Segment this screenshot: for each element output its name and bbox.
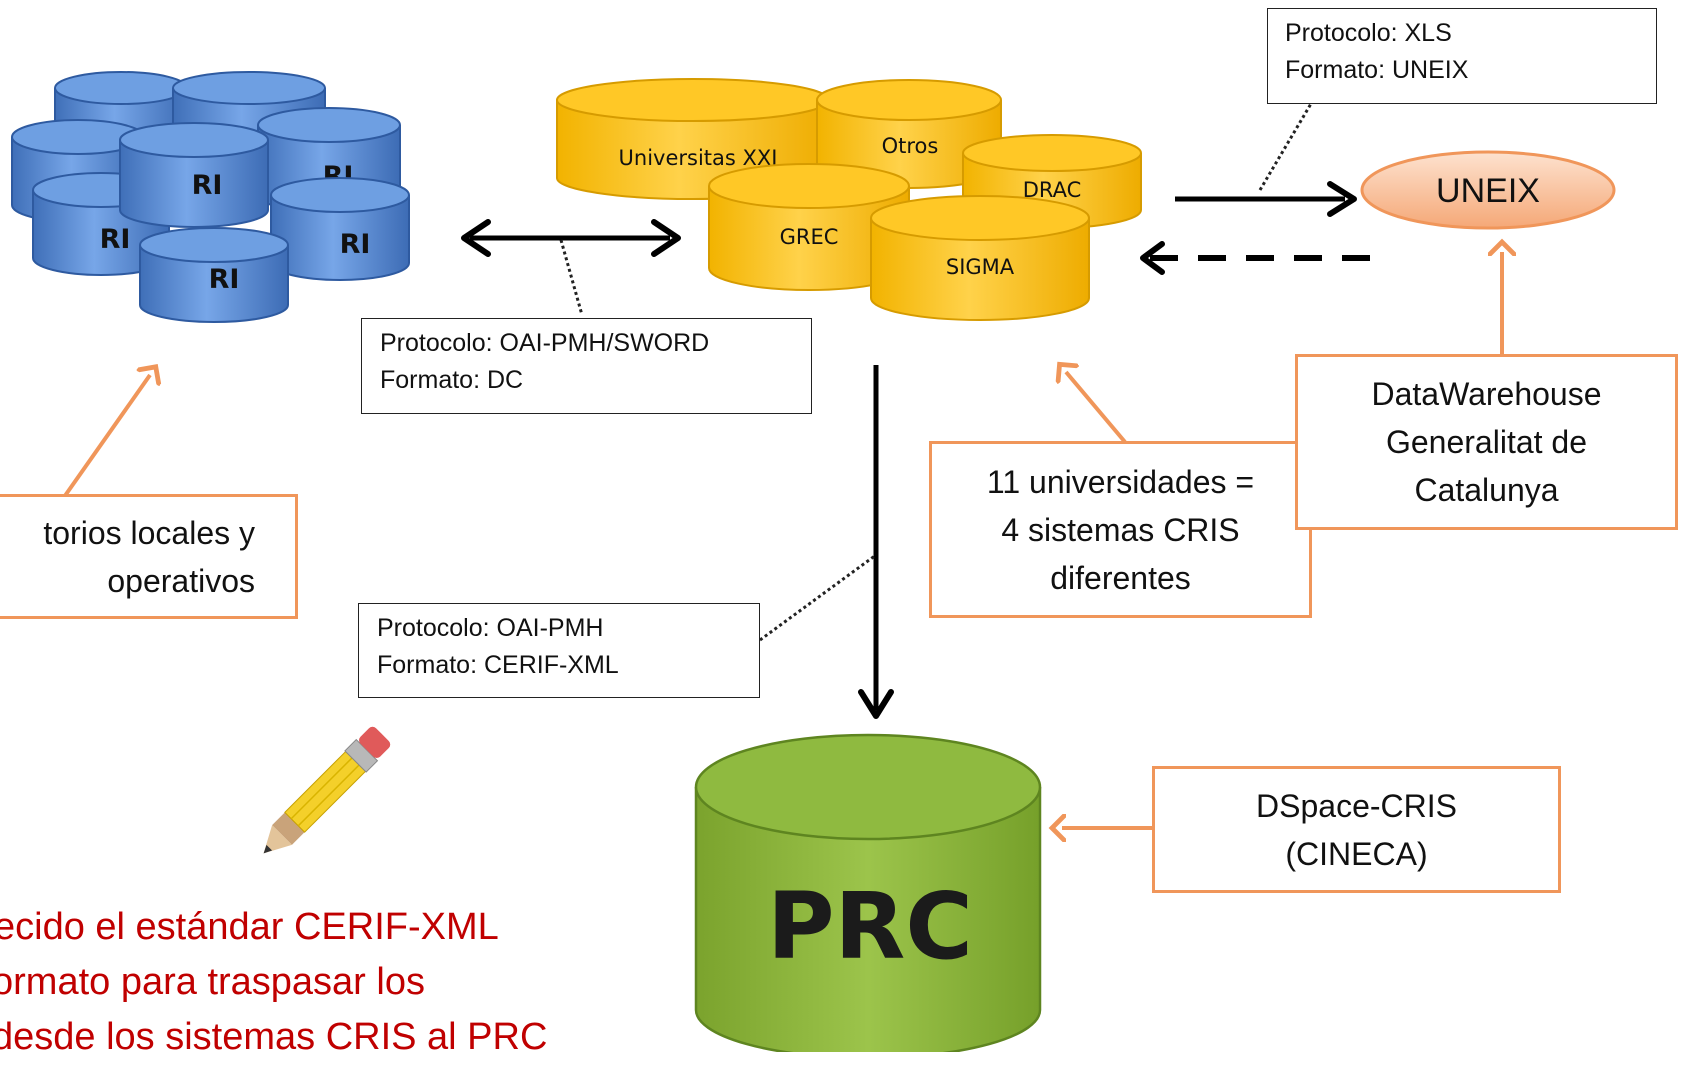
- ri-label: RI: [192, 170, 223, 201]
- universities-callout-arrow: [1066, 372, 1127, 444]
- prc-cylinder: PRC: [694, 733, 1042, 1052]
- callout-line: 11 universidades =: [986, 463, 1255, 500]
- oai-cerif-connector: [759, 553, 877, 642]
- uneix-to-cris-dashed-arrow: [1140, 241, 1390, 275]
- ri-label: RI: [209, 264, 240, 295]
- repos-callout: torios locales y operativos: [0, 494, 298, 619]
- cris-label: SIGMA: [946, 255, 1015, 279]
- cris-label: Otros: [882, 134, 939, 158]
- callout-line: (CINECA): [1285, 835, 1428, 872]
- callout-line: DSpace-CRIS: [1256, 787, 1457, 824]
- cris-cylinder-otros: Otros: [816, 79, 1002, 189]
- callout-line: Generalitat de: [1385, 424, 1587, 460]
- callout-line: DataWarehouse: [1371, 376, 1602, 412]
- ri-label: RI: [100, 224, 131, 255]
- ri-cylinder: RI: [119, 122, 269, 228]
- cris-cylinder-grec: GREC: [708, 163, 910, 291]
- cris-label: GREC: [780, 225, 839, 249]
- cris-cylinder-sigma: SIGMA: [870, 195, 1090, 321]
- ri-cylinder: RI: [139, 227, 289, 323]
- uneix-label: UNEIX: [1436, 172, 1540, 210]
- dspace-callout: DSpace-CRIS (CINECA): [1152, 766, 1561, 893]
- ri-label: RI: [340, 229, 371, 260]
- datawarehouse-callout: DataWarehouse Generalitat de Catalunya: [1295, 354, 1678, 530]
- protocol-line: Protocolo: OAI-PMH: [377, 614, 604, 642]
- ri-cris-double-arrow: [461, 219, 681, 257]
- protocol-box-xls: Protocolo: XLS Formato: UNEIX: [1267, 8, 1657, 104]
- callout-line: torios locales y: [43, 514, 255, 551]
- format-line: Formato: CERIF-XML: [377, 651, 619, 679]
- callout-line: diferentes: [1050, 559, 1191, 596]
- protocol-box-oai-sword: Protocolo: OAI-PMH/SWORD Formato: DC: [361, 318, 812, 414]
- ri-cylinder: RI: [270, 177, 410, 281]
- pencil-icon: [263, 726, 391, 854]
- repos-callout-arrow: [60, 375, 150, 502]
- prc-label: PRC: [767, 873, 973, 980]
- universities-callout: 11 universidades = 4 sistemas CRIS difer…: [929, 441, 1312, 618]
- callout-line: Catalunya: [1414, 472, 1559, 508]
- note-line: desde los sistemas CRIS al PRC: [0, 1016, 548, 1058]
- format-line: Formato: UNEIX: [1285, 56, 1469, 84]
- callout-line: 4 sistemas CRIS: [1001, 511, 1240, 548]
- cris-to-prc-arrow: [858, 365, 894, 719]
- cris-systems-cluster: Universitas XXI Otros DRAC GREC SIGMA: [556, 78, 1142, 321]
- xls-connector: [1258, 101, 1314, 191]
- protocol-line: Protocolo: XLS: [1285, 19, 1452, 47]
- cris-label: Universitas XXI: [619, 146, 778, 170]
- ri-repository-cluster: RI RI RI RI RI: [11, 71, 410, 323]
- protocol-box-oai-cerif: Protocolo: OAI-PMH Formato: CERIF-XML: [358, 603, 760, 698]
- cris-to-uneix-arrow: [1175, 181, 1357, 217]
- callout-line: operativos: [107, 562, 255, 599]
- protocol-line: Protocolo: OAI-PMH/SWORD: [380, 329, 710, 357]
- uneix-node: UNEIX: [1360, 150, 1616, 230]
- note-line: ormato para traspasar los: [0, 961, 425, 1003]
- format-line: Formato: DC: [380, 366, 524, 394]
- note-line: ecido el estándar CERIF-XML: [0, 906, 499, 948]
- oai-sword-connector: [559, 239, 584, 316]
